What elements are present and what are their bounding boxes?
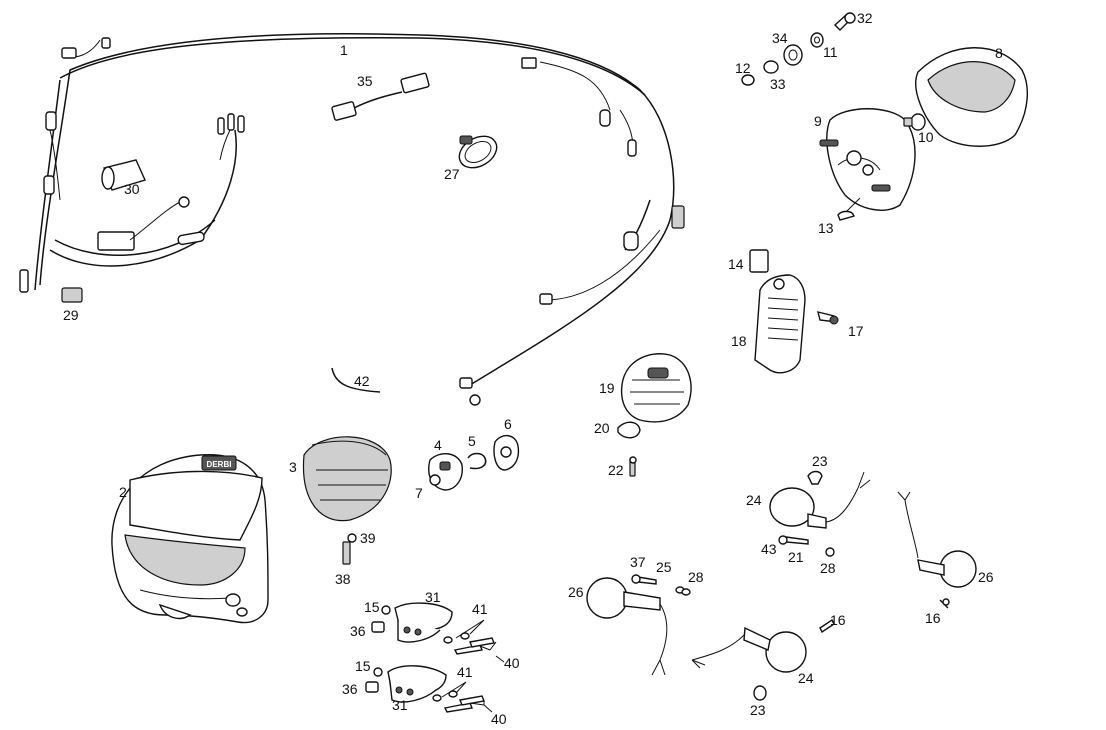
adapter-cable bbox=[331, 72, 430, 121]
callout-11: 11 bbox=[823, 44, 838, 60]
callout-16a: 16 bbox=[830, 612, 846, 628]
fuse bbox=[61, 287, 83, 303]
lamp-socket bbox=[493, 435, 520, 471]
tail-lens bbox=[915, 47, 1029, 147]
leader-lines bbox=[441, 619, 505, 713]
voltage-regulator bbox=[749, 249, 839, 374]
callout-21: 21 bbox=[788, 549, 804, 565]
headlamp-lens bbox=[302, 436, 392, 522]
callout-13: 13 bbox=[818, 220, 834, 236]
callout-27: 27 bbox=[444, 166, 460, 182]
callout-24a: 24 bbox=[746, 492, 762, 508]
callout-5: 5 bbox=[468, 433, 476, 449]
callout-40a: 40 bbox=[504, 655, 520, 671]
callout-41b: 41 bbox=[457, 664, 473, 680]
horn bbox=[617, 353, 692, 477]
callout-16b: 16 bbox=[925, 610, 941, 626]
callout-19: 19 bbox=[599, 380, 615, 396]
retaining-clip bbox=[467, 452, 487, 470]
tail-bulb bbox=[903, 113, 926, 131]
callout-31a: 31 bbox=[425, 589, 441, 605]
callout-38: 38 bbox=[335, 571, 351, 587]
callout-30: 30 bbox=[124, 181, 140, 197]
callout-39: 39 bbox=[360, 530, 376, 546]
callout-28a: 28 bbox=[688, 569, 704, 585]
tail-light-housing bbox=[819, 108, 916, 211]
indicator-rear-left bbox=[769, 470, 871, 529]
bracket-fasteners bbox=[365, 605, 495, 713]
adjust-screw bbox=[342, 533, 357, 565]
callout-32: 32 bbox=[857, 10, 873, 26]
headlight-fairing: DERBI bbox=[111, 454, 269, 624]
rubber-boot bbox=[101, 159, 146, 191]
callout-34: 34 bbox=[772, 30, 788, 46]
indicator-rear-right bbox=[897, 491, 977, 609]
callout-36b: 36 bbox=[342, 681, 358, 697]
callout-8: 8 bbox=[995, 45, 1003, 61]
callout-37: 37 bbox=[630, 554, 646, 570]
callout-12: 12 bbox=[735, 60, 751, 76]
vent-tube bbox=[331, 367, 381, 393]
callout-17: 17 bbox=[848, 323, 864, 339]
callout-28b: 28 bbox=[820, 560, 836, 576]
callout-41a: 41 bbox=[472, 601, 488, 617]
callout-labels: 1 2 3 4 5 6 7 8 9 10 11 12 13 14 15 15 1… bbox=[63, 10, 1003, 727]
callout-23b: 23 bbox=[750, 702, 766, 718]
callout-20: 20 bbox=[594, 420, 610, 436]
callout-9: 9 bbox=[814, 113, 822, 129]
bracket-upper bbox=[394, 602, 453, 643]
callout-23a: 23 bbox=[812, 453, 828, 469]
callout-14: 14 bbox=[728, 256, 744, 272]
callout-25: 25 bbox=[656, 559, 672, 575]
callout-26a: 26 bbox=[568, 584, 584, 600]
callout-40b: 40 bbox=[491, 711, 507, 727]
callout-3: 3 bbox=[289, 459, 297, 475]
callout-24b: 24 bbox=[798, 670, 814, 686]
callout-36a: 36 bbox=[350, 623, 366, 639]
callout-18: 18 bbox=[731, 333, 747, 349]
callout-6: 6 bbox=[504, 416, 512, 432]
indicator-fasteners bbox=[631, 535, 835, 634]
headlight-badge: DERBI bbox=[207, 460, 232, 469]
callout-26b: 26 bbox=[978, 569, 994, 585]
callout-15a: 15 bbox=[364, 599, 380, 615]
callout-1: 1 bbox=[340, 42, 348, 58]
wiring-harness bbox=[19, 33, 685, 406]
bulb-holder bbox=[428, 453, 463, 491]
connector-bundle bbox=[43, 111, 245, 195]
callout-29: 29 bbox=[63, 307, 79, 323]
callout-2: 2 bbox=[119, 484, 127, 500]
callout-22: 22 bbox=[608, 462, 624, 478]
bracket-lower bbox=[387, 665, 447, 703]
callout-7: 7 bbox=[415, 485, 423, 501]
callout-35: 35 bbox=[357, 73, 373, 89]
callout-10: 10 bbox=[918, 129, 934, 145]
callout-4: 4 bbox=[434, 437, 442, 453]
callout-33: 33 bbox=[770, 76, 786, 92]
indicator-front-left bbox=[586, 577, 668, 676]
indicator-front-right bbox=[691, 626, 807, 701]
callout-31b: 31 bbox=[392, 697, 408, 713]
callout-15b: 15 bbox=[355, 658, 371, 674]
callout-42: 42 bbox=[354, 373, 370, 389]
cable-strap bbox=[458, 135, 498, 169]
callout-43: 43 bbox=[761, 541, 777, 557]
tail-light-fasteners bbox=[741, 12, 861, 221]
